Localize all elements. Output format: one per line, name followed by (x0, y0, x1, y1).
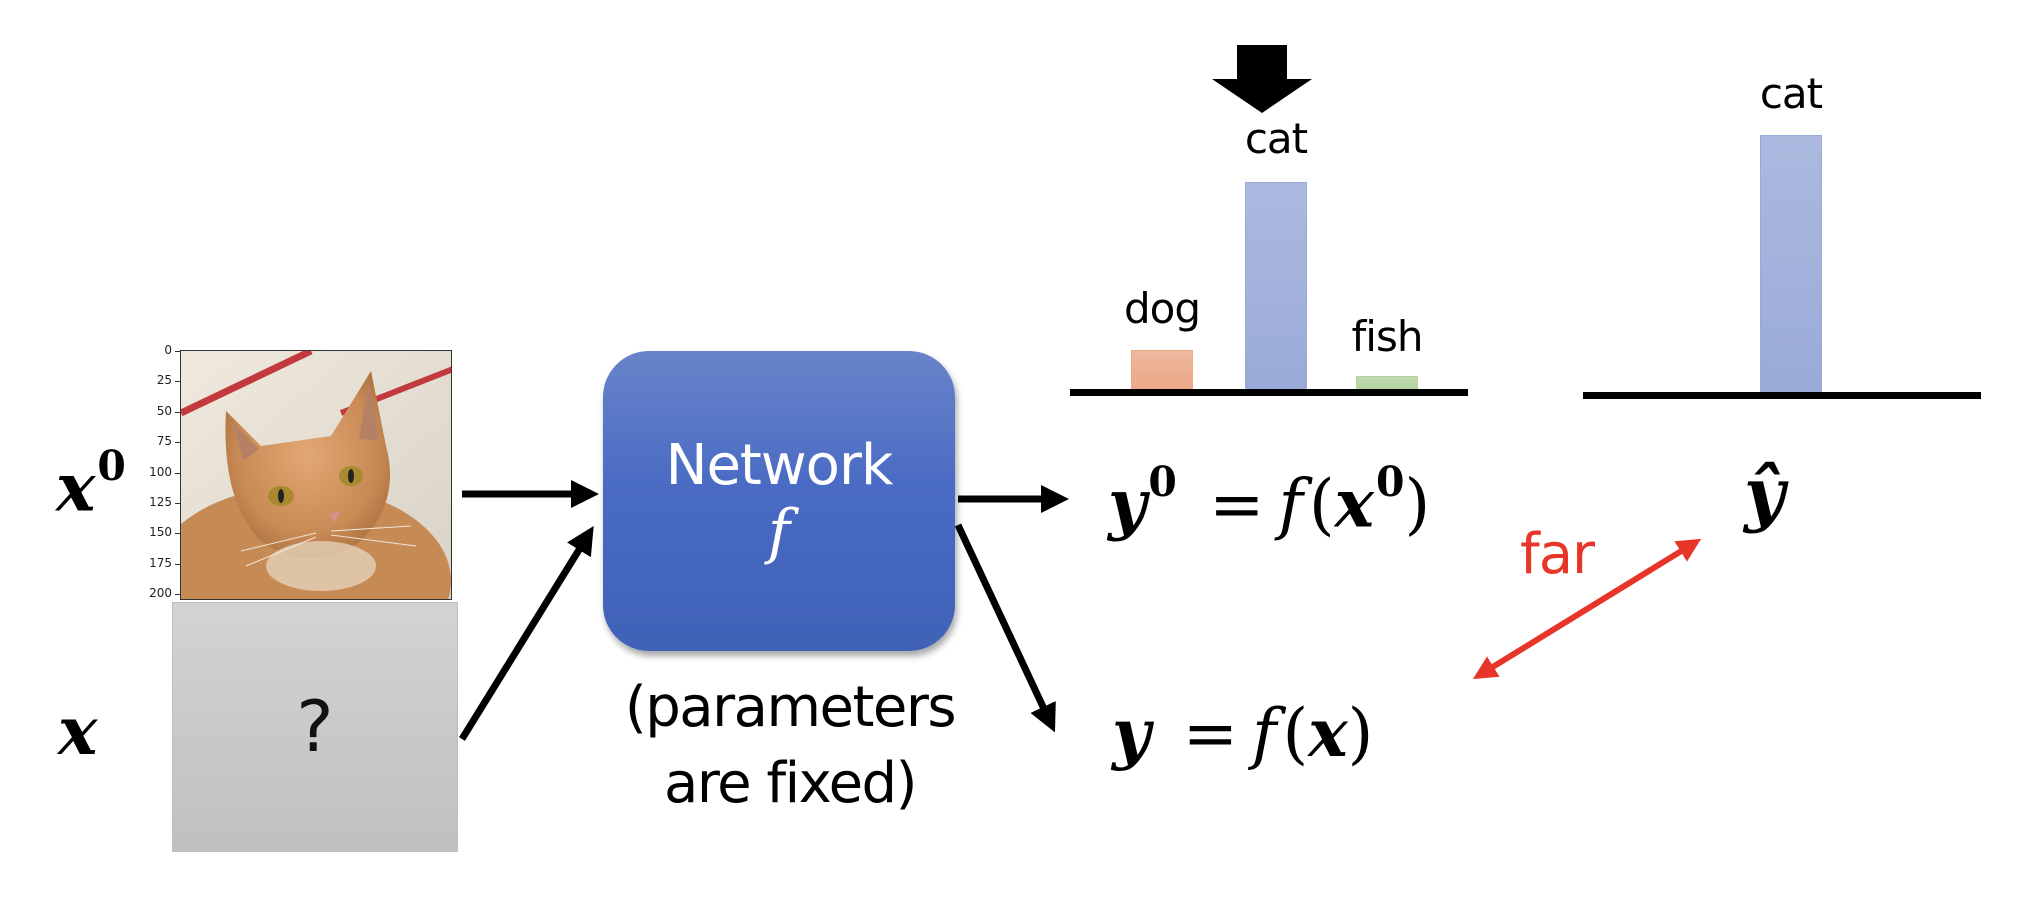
axis-tick-label: 175 (149, 555, 172, 570)
y-symbol: y (1112, 694, 1151, 772)
axis-tick-label: 50 (156, 403, 172, 418)
cat-illustration (181, 351, 451, 599)
red-rail (181, 351, 313, 417)
note-line-1: (parameters (624, 675, 957, 740)
network-title: Network (665, 433, 894, 498)
bar-fish (1356, 376, 1418, 389)
bar-cat (1245, 181, 1307, 389)
axis-tick-mark (175, 411, 180, 413)
y0-superscript: 0 (1148, 458, 1177, 506)
y-equation: y =f(x) (1112, 694, 1373, 772)
bar-label-dog: dog (1123, 284, 1201, 334)
y0-equation: y0 =f(x0) (1108, 458, 1430, 543)
close-paren: ) (1404, 465, 1431, 543)
far-label: far (1520, 522, 1595, 587)
open-paren: ( (1282, 695, 1309, 772)
bar-label-cat: cat (1759, 69, 1823, 118)
axis-tick-label: 100 (149, 464, 172, 479)
y0-symbol: y (1108, 464, 1147, 543)
far-double-arrow (1472, 538, 1702, 680)
far-text: far (1520, 522, 1595, 587)
y-hat-symbol: ŷ (1744, 452, 1785, 535)
axis-tick-mark (175, 472, 180, 474)
f-symbol: f (1252, 695, 1277, 772)
arrow-x-to-network (459, 526, 594, 741)
y-hat-label: ŷ (1744, 452, 1785, 535)
equals-sign: = (1209, 465, 1265, 543)
parameters-fixed-note: (parameters are fixed) (590, 670, 990, 822)
axis-tick-mark (175, 442, 180, 444)
axis-tick-mark (175, 381, 180, 383)
axis-tick-label: 200 (149, 586, 172, 600)
axis-tick-label: 25 (156, 373, 172, 388)
equals-sign: = (1182, 695, 1239, 772)
axis-tick-mark (175, 502, 180, 504)
x-symbol: x (58, 692, 98, 770)
axis-tick-label: 0 (164, 343, 172, 357)
axis-tick-label: 125 (149, 494, 172, 509)
network-function-symbol: f (767, 497, 791, 567)
open-paren: ( (1308, 465, 1335, 543)
highlight-down-arrow (1212, 45, 1312, 113)
f-symbol: f (1278, 465, 1303, 543)
x0-arg-superscript: 0 (1376, 458, 1405, 506)
axis-tick-mark (175, 594, 180, 595)
cat-image (180, 350, 452, 600)
axis-tick-label: 75 (156, 434, 172, 449)
axis-tick-mark (175, 563, 180, 565)
x-label: x (58, 692, 97, 770)
bar-cat (1760, 135, 1822, 392)
x0-arg: x (1334, 464, 1375, 543)
question-mark: ? (296, 686, 334, 768)
arrow-network-to-y (954, 523, 1056, 733)
note-line-2: are fixed) (664, 751, 917, 816)
x0-label: x0 (56, 442, 126, 527)
axis-tick-label: 150 (149, 525, 172, 540)
x0-symbol: x (56, 448, 96, 527)
chart-baseline (1070, 389, 1468, 396)
x-arg: x (1308, 694, 1348, 772)
bar-label-fish: fish (1351, 312, 1424, 362)
network-box: Network f (603, 351, 955, 651)
axis-tick-mark (175, 533, 180, 535)
bar-dog (1131, 350, 1193, 389)
chart-baseline (1583, 392, 1981, 399)
bar-label-cat: cat (1244, 113, 1308, 163)
unknown-input-image: ? (172, 602, 458, 852)
x0-superscript: 0 (97, 442, 126, 490)
close-paren: ) (1347, 695, 1374, 772)
axis-tick-mark (175, 351, 180, 352)
